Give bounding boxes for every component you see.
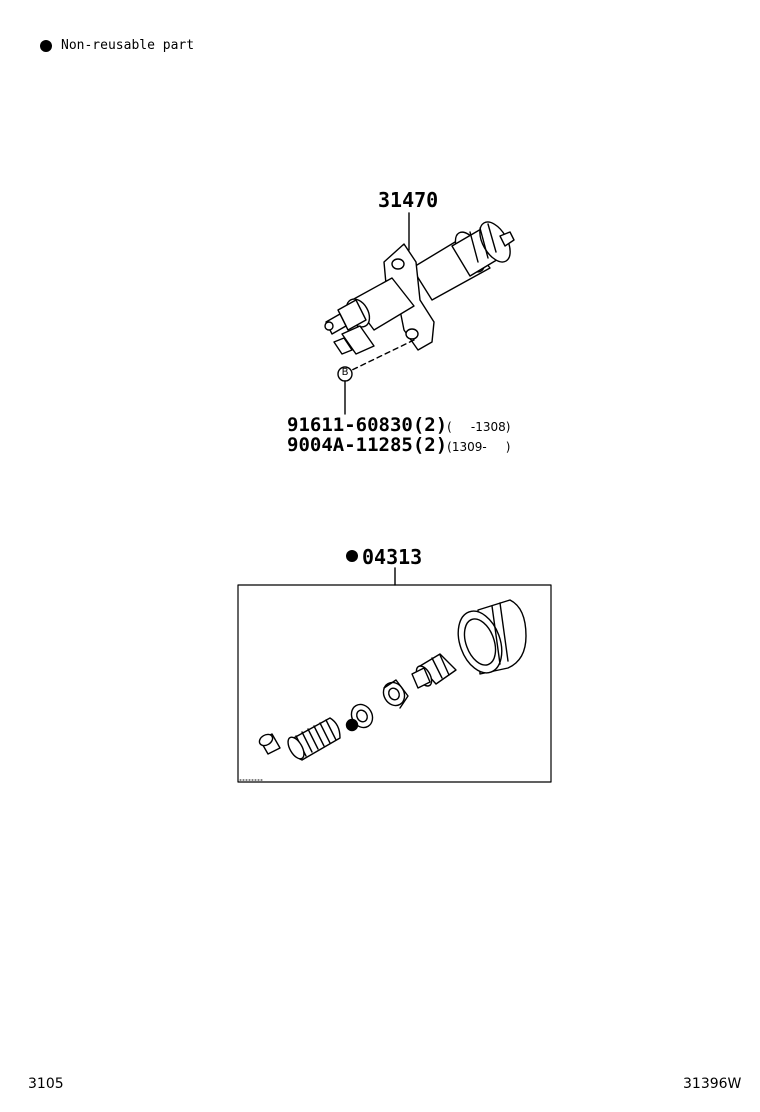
- part-range-1: ( -1308): [447, 420, 511, 434]
- kit-frame: [237, 584, 552, 783]
- part-label-04313[interactable]: 04313: [362, 545, 423, 569]
- release-cylinder-drawing: [324, 212, 515, 415]
- illustration-id: 31396W: [683, 1076, 742, 1092]
- bolt-line-2: 9004A-11285(2) (1309- ): [287, 436, 510, 455]
- part-label-9004A-11285[interactable]: 9004A-11285(2): [287, 434, 448, 456]
- non-reusable-marker-icon: [346, 550, 358, 562]
- non-reusable-marker-icon: [40, 39, 52, 52]
- bolt-marker-label: B: [341, 367, 349, 378]
- legend-text: Non-reusable part: [61, 38, 195, 53]
- part-range-2: (1309- ): [447, 440, 511, 454]
- part-label-91611-60830[interactable]: 91611-60830(2): [287, 414, 448, 436]
- bolt-dashed-line: [351, 339, 415, 371]
- cylinder-kit-drawing: [237, 567, 552, 783]
- legend: Non-reusable part: [40, 38, 194, 53]
- page-code: 3105: [28, 1076, 64, 1092]
- kit-label-row: 04313: [346, 547, 422, 567]
- bolt-line-1: 91611-60830(2) ( -1308): [287, 416, 510, 435]
- part-label-31470[interactable]: 31470: [378, 188, 439, 212]
- non-reusable-ball-icon: [345, 718, 359, 732]
